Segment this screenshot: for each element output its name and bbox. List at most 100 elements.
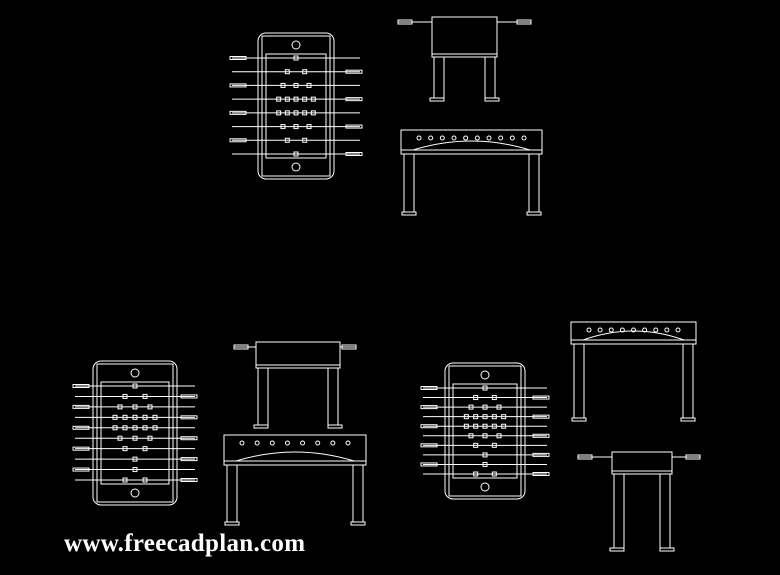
handle [180,394,198,399]
player-figure [284,96,290,102]
player-figure [122,393,128,399]
rod-hole [664,327,670,333]
player-figure [112,425,118,431]
handle [577,454,593,460]
goal-icon [291,40,301,50]
table-body [96,363,174,503]
rod-hole [330,440,336,446]
handle [233,344,249,350]
player-figure [280,124,286,130]
handle [180,457,198,462]
handle [532,414,550,419]
rod-hole [521,135,527,141]
apron-arc [412,140,531,151]
leg [403,153,415,213]
player-figure [482,461,488,467]
plan-view-2 [72,360,198,506]
cabinet [255,341,341,369]
handle [341,344,357,350]
goal-icon [130,488,140,498]
foot [224,521,240,526]
rod-hole [509,135,515,141]
player-figure [142,414,148,420]
foot [429,97,445,102]
handle [420,405,438,410]
player-figure [293,55,299,61]
handle [229,83,247,88]
rod-hole [597,327,603,333]
foot [401,211,417,216]
player-figure [473,423,479,429]
playfield [452,383,518,479]
apron-arc [235,451,355,462]
player-figure [302,69,308,75]
handle [532,395,550,400]
handle [397,19,413,25]
handle [420,443,438,448]
table-body [261,35,331,177]
handle [532,472,550,476]
rod-hole [428,135,434,141]
player-figure [276,96,282,102]
leg [682,343,694,419]
handle [180,415,198,420]
player-figure [284,110,290,116]
foot [571,417,587,422]
cabinet [223,434,367,466]
rod-hole [642,327,648,333]
rod-hole [315,440,321,446]
player-figure [473,414,479,420]
player-figure [284,137,290,143]
player-figure [293,96,299,102]
player-figure [284,69,290,75]
leg [433,56,445,99]
player-figure [482,414,488,420]
rod-hole [463,135,469,141]
player-figure [132,414,138,420]
goal-icon [291,162,301,172]
plan-view-3 [420,362,550,500]
player-figure [132,456,138,462]
player-figure [463,414,469,420]
player-figure [132,435,138,441]
handle [229,138,247,143]
handle [72,404,90,409]
handle [72,446,90,451]
apron-arc [582,330,685,341]
player-figure [142,393,148,399]
player-figure [496,433,502,439]
player-figure [468,404,474,410]
rod-hole [631,327,636,333]
player-figure [276,110,282,116]
player-figure [293,82,299,88]
leg [528,153,540,213]
player-figure [310,110,316,116]
leg [484,56,496,99]
cabinet [570,321,697,345]
watermark-text: www.freecadplan.com [64,530,306,557]
player-figure [302,137,308,143]
rod-hole [451,135,457,141]
handle [72,467,90,472]
rod-hole [269,440,275,446]
cabinet [400,129,543,155]
rod-hole [619,327,625,333]
handle [345,152,363,156]
handle [420,462,438,467]
player-figure [122,414,128,420]
foot [484,97,500,102]
player-figure [473,471,479,477]
rod-hole [675,327,681,333]
player-figure [491,471,497,477]
leg [327,367,339,426]
handle [180,436,198,441]
rod-hole [608,327,614,333]
goal-icon [480,370,490,380]
player-figure [491,442,497,448]
player-figure [482,385,488,391]
player-figure [117,404,123,410]
foot [350,521,366,526]
player-figure [117,435,123,441]
handle [345,124,363,129]
handle [685,454,701,460]
